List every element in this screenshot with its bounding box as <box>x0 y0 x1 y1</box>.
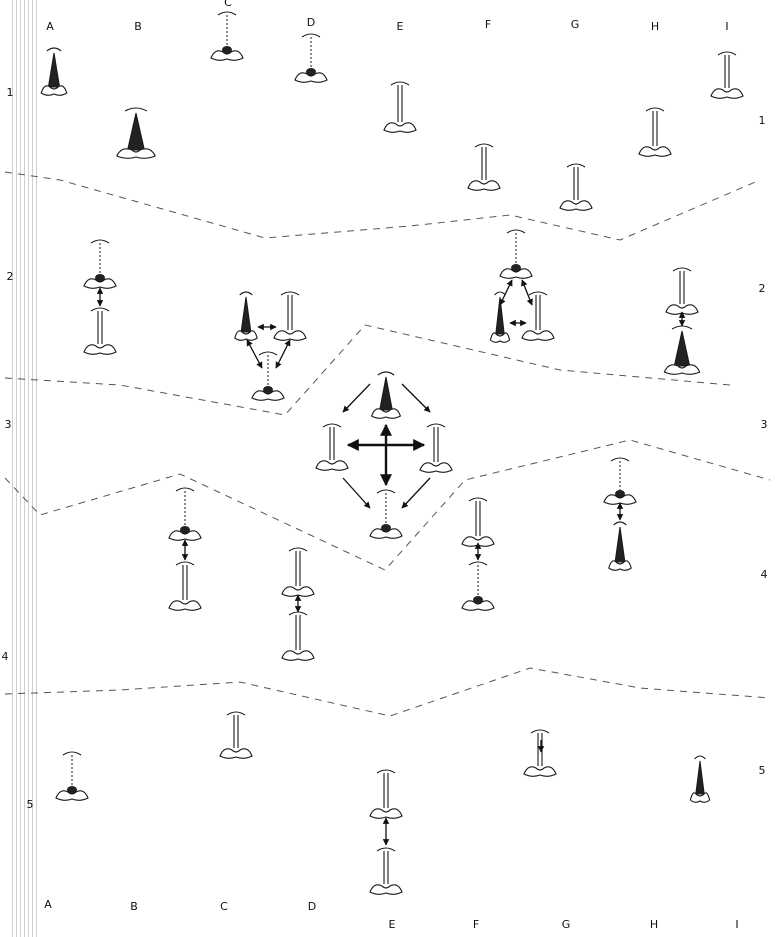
col-bottom-d: D <box>308 900 316 913</box>
boundary-row1-row2 <box>5 172 760 240</box>
figure-c2-right <box>274 292 306 340</box>
col-bottom-b: B <box>130 900 138 913</box>
row-right-1: 1 <box>759 114 766 127</box>
figure-b2-bottom <box>84 308 116 354</box>
figure-g2-left <box>490 292 509 342</box>
figure-g2-top <box>500 230 532 278</box>
figure-g2-right <box>522 292 554 340</box>
col-bottom-c: C <box>220 900 228 913</box>
figure-h4-top <box>604 458 636 504</box>
row-left-5: 5 <box>27 798 34 811</box>
col-bottom-h: H <box>650 918 658 931</box>
figure-h5 <box>690 756 709 802</box>
figure-e1 <box>384 82 416 132</box>
column-labels-top: A B C D E F G H I <box>46 0 728 33</box>
figure-g5 <box>524 730 556 776</box>
figure-e5-bottom <box>370 848 402 894</box>
figure-h2-top <box>666 268 698 314</box>
figure-a5 <box>56 752 88 800</box>
arrow-g2-right <box>522 280 532 305</box>
figure-f4-top <box>462 498 494 546</box>
figure-center-bottom <box>370 490 402 538</box>
figure-e5-top <box>370 770 402 818</box>
arrow-c2-right <box>276 340 290 368</box>
figure-h2-bottom <box>664 326 699 374</box>
row-left-3: 3 <box>5 418 12 431</box>
tongue-figures <box>41 12 743 894</box>
row-right-4: 4 <box>761 568 768 581</box>
figure-d1 <box>295 34 327 82</box>
col-top-a: A <box>46 20 54 33</box>
col-top-c: C <box>224 0 232 9</box>
figure-f4-bottom <box>462 562 494 610</box>
figure-center-top <box>372 372 401 418</box>
arrow-center-ne <box>402 384 430 412</box>
col-bottom-g: G <box>562 918 571 931</box>
col-top-f: F <box>485 18 491 31</box>
boundary-row3-row4 <box>5 440 770 570</box>
col-bottom-a: A <box>44 898 52 911</box>
row-right-3: 3 <box>761 418 768 431</box>
figure-b2-top <box>84 240 116 288</box>
row-labels-right: 1 2 3 4 5 <box>759 114 768 777</box>
boundary-row2-row3 <box>5 325 730 415</box>
arrow-center-se <box>402 478 430 508</box>
figure-d4-bottom <box>282 612 314 660</box>
col-top-h: H <box>651 20 659 33</box>
figure-g1 <box>560 164 592 210</box>
figure-h4-bottom <box>609 522 631 570</box>
row-left-1: 1 <box>7 86 14 99</box>
row-left-2: 2 <box>7 270 14 283</box>
col-top-i: I <box>725 20 728 33</box>
figure-d4-top <box>282 548 314 596</box>
col-top-d: D <box>307 16 315 29</box>
binding-strip <box>12 0 38 937</box>
row-right-5: 5 <box>759 764 766 777</box>
arrow-center-nw <box>343 384 370 412</box>
figure-center-right <box>420 424 452 472</box>
boundary-row4-row5 <box>5 668 770 716</box>
figure-i1 <box>711 52 743 98</box>
figure-b1 <box>117 108 155 158</box>
col-top-b: B <box>134 20 142 33</box>
col-top-e: E <box>397 20 404 33</box>
figure-f1 <box>468 144 500 190</box>
figure-c5 <box>220 712 252 758</box>
figure-h1 <box>639 108 671 156</box>
figure-c4-bottom <box>169 562 201 610</box>
col-top-g: G <box>571 18 580 31</box>
arrow-center-sw <box>343 478 370 508</box>
figure-center-left <box>316 424 348 470</box>
column-labels-bottom: A B C D E F G H I <box>44 898 738 931</box>
col-bottom-e: E <box>389 918 396 931</box>
figure-c2-left <box>235 292 257 340</box>
row-left-4: 4 <box>2 650 9 663</box>
col-bottom-i: I <box>735 918 738 931</box>
row-right-2: 2 <box>759 282 766 295</box>
figure-c1 <box>211 12 243 60</box>
figure-a1 <box>41 48 67 95</box>
figure-c4-top <box>169 488 201 540</box>
col-bottom-f: F <box>473 918 479 931</box>
